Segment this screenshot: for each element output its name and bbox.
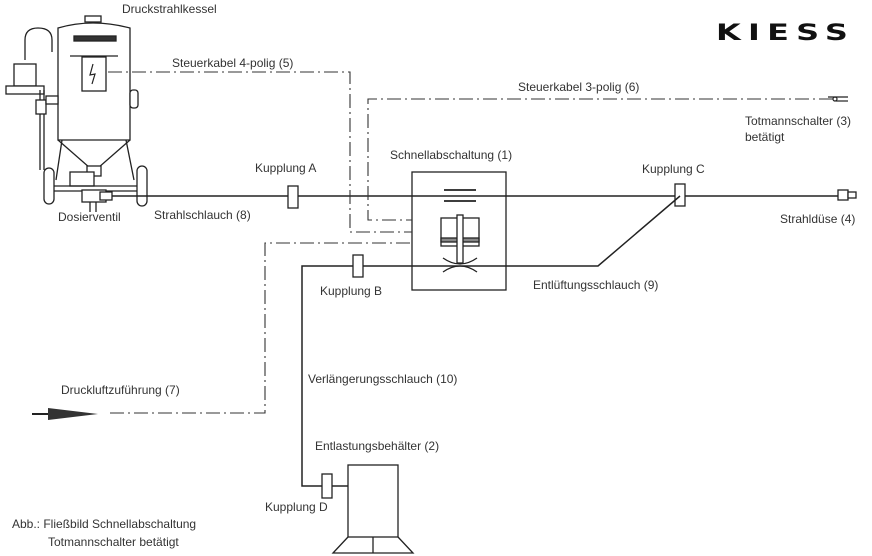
label-air-supply: Druckluftzuführung (7) [61,383,180,397]
control-cable-4pin [108,71,412,233]
coupling-b [352,254,364,278]
label-coupling-d: Kupplung D [265,500,328,514]
label-nozzle: Strahldüse (4) [780,212,856,226]
air-supply-arrow-icon [32,408,98,420]
label-coupling-b: Kupplung B [320,284,383,298]
coupling-a [287,185,299,209]
label-metering-valve: Dosierventil [58,210,121,224]
caption-line-2: Totmannschalter betätigt [48,535,179,549]
label-relief-tank: Entlastungsbehälter (2) [315,439,440,453]
quick-shutoff-box [411,171,507,291]
control-cable-3pin [367,98,833,221]
label-deadman-switch: Totmannschalter (3) [745,114,852,128]
coupling-c [674,183,686,207]
label-extension-hose: Verlängerungsschlauch (10) [308,372,458,386]
deadman-switch-icon [828,96,848,102]
label-blast-pot: Druckstrahlkessel [122,2,217,16]
label-quick-shutoff: Schnellabschaltung (1) [390,148,513,162]
label-control-cable-4pin: Steuerkabel 4-polig (5) [172,56,294,70]
label-coupling-c: Kupplung C [642,162,705,176]
label-blast-hose: Strahlschlauch (8) [154,208,251,222]
kiess-logo: KIESS [716,21,856,46]
relief-tank [347,464,399,538]
label-deadman-state: betätigt [745,130,785,144]
coupling-d [321,473,333,499]
label-control-cable-3pin: Steuerkabel 3-polig (6) [518,80,640,94]
blast-pot-icon [5,15,148,212]
caption-line-1: Abb.: Fließbild Schnellabschaltung [12,517,197,531]
label-coupling-a: Kupplung A [255,161,317,175]
nozzle-icon [837,189,849,201]
label-vent-hose: Entlüftungsschlauch (9) [533,278,659,292]
compressed-air-line [110,242,412,414]
